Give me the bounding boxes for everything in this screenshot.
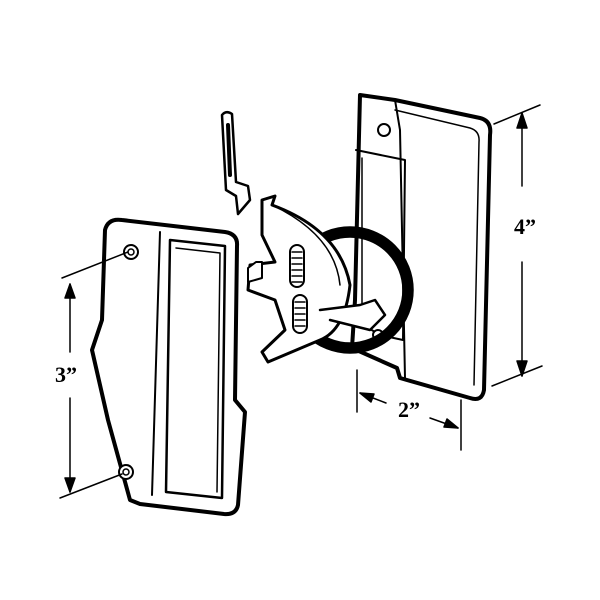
dimension-right-height <box>491 104 543 387</box>
dimension-label-4in: 4” <box>514 214 536 239</box>
dimension-right-width <box>356 369 462 451</box>
dimension-left-height <box>59 251 129 499</box>
latch-hook <box>220 111 252 216</box>
outside-handle <box>350 93 493 401</box>
latch-cam <box>246 194 387 364</box>
dimension-label-2in: 2” <box>398 397 420 422</box>
dimension-label-3in: 3” <box>55 362 77 387</box>
inside-handle <box>90 217 247 517</box>
